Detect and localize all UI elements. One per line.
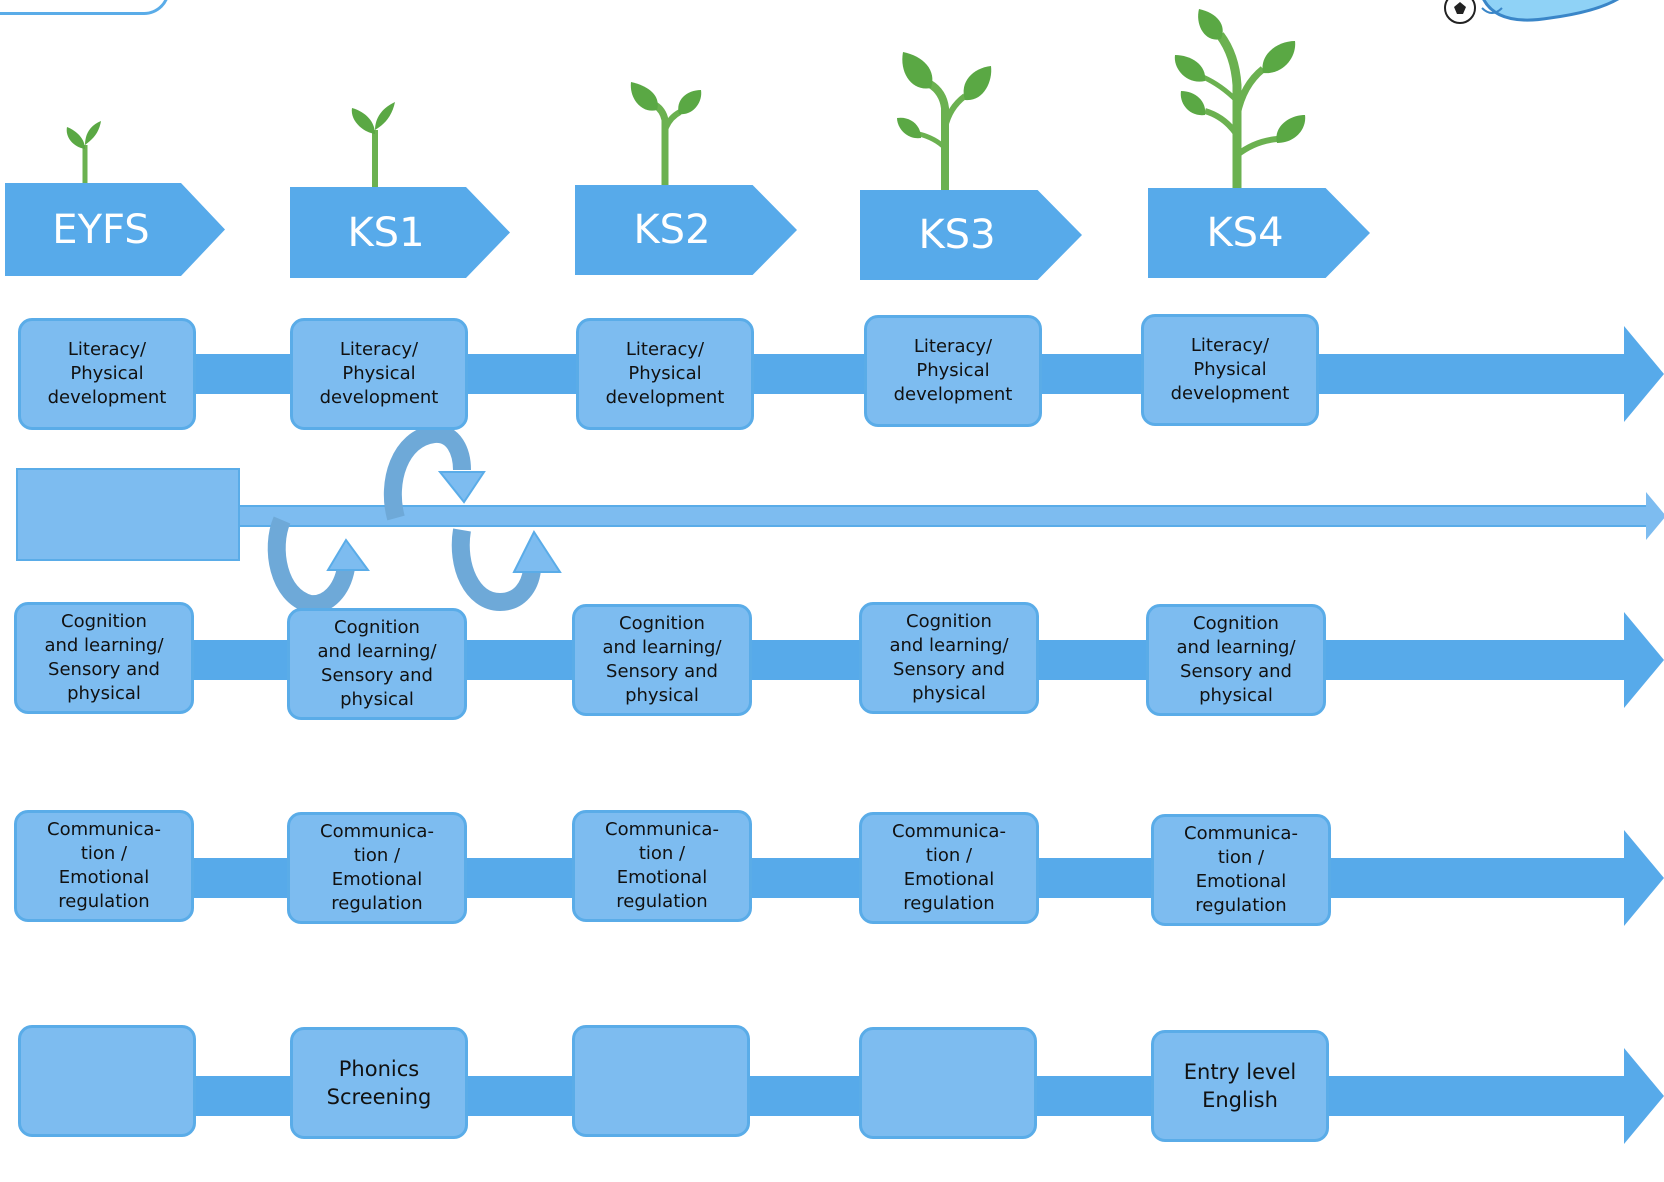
cycle-arrow-icon <box>383 424 486 521</box>
node-literacy-ks1: Literacy/ Physical development <box>290 318 468 430</box>
node-assessment-ks1: Phonics Screening <box>290 1027 468 1139</box>
row-arrow-head <box>1624 1048 1664 1144</box>
node-cognition-ks3: Cognition and learning/ Sensory and phys… <box>859 602 1039 714</box>
strand-box <box>16 468 240 561</box>
row-arrow-head <box>1624 612 1664 708</box>
plant-icon <box>66 121 101 190</box>
node-communication-ks4: Communica- tion / Emotional regulation <box>1151 814 1331 926</box>
node-assessment-eyfs <box>18 1025 196 1137</box>
cycle-arrow-icon <box>451 528 562 612</box>
plant-icon <box>1174 9 1306 190</box>
row-arrow-head <box>1624 326 1664 422</box>
node-communication-ks2: Communica- tion / Emotional regulation <box>572 810 752 922</box>
stage-ks1: KS1 <box>290 187 510 278</box>
row-arrow-head <box>1624 830 1664 926</box>
corner-tab <box>0 0 170 15</box>
node-literacy-ks2: Literacy/ Physical development <box>576 318 754 430</box>
node-assessment-ks2 <box>572 1025 750 1137</box>
stage-ks4: KS4 <box>1148 188 1370 278</box>
plant-icon <box>351 102 395 190</box>
node-literacy-ks3: Literacy/ Physical development <box>864 315 1042 427</box>
plant-icon <box>630 82 702 190</box>
stage-ks2: KS2 <box>575 185 797 275</box>
node-cognition-ks1: Cognition and learning/ Sensory and phys… <box>287 608 467 720</box>
stage-eyfs: EYFS <box>5 183 225 276</box>
plant-icon <box>897 52 992 190</box>
node-assessment-ks3 <box>859 1027 1037 1139</box>
cycle-arrow-icon <box>267 516 370 614</box>
node-assessment-ks4: Entry level English <box>1151 1030 1329 1142</box>
node-cognition-eyfs: Cognition and learning/ Sensory and phys… <box>14 602 194 714</box>
stage-ks3: KS3 <box>860 190 1082 280</box>
node-cognition-ks2: Cognition and learning/ Sensory and phys… <box>572 604 752 716</box>
node-communication-ks1: Communica- tion / Emotional regulation <box>287 812 467 924</box>
strand-arrow-head <box>1646 492 1664 540</box>
node-communication-ks3: Communica- tion / Emotional regulation <box>859 812 1039 924</box>
node-communication-eyfs: Communica- tion / Emotional regulation <box>14 810 194 922</box>
node-literacy-ks4: Literacy/ Physical development <box>1141 314 1319 426</box>
node-literacy-eyfs: Literacy/ Physical development <box>18 318 196 430</box>
mascot-fragment <box>1444 0 1620 24</box>
node-cognition-ks4: Cognition and learning/ Sensory and phys… <box>1146 604 1326 716</box>
